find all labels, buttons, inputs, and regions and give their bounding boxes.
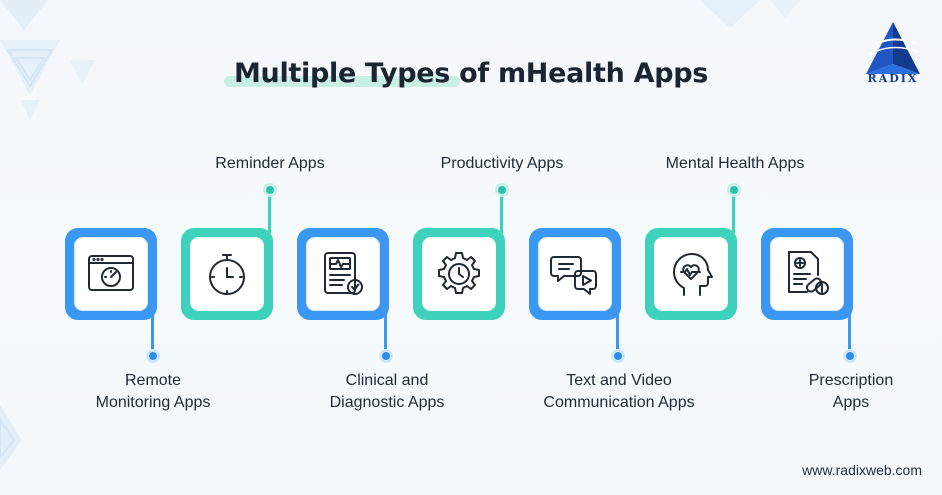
stopwatch-icon bbox=[209, 254, 245, 295]
label-reminder: Reminder Apps bbox=[215, 155, 325, 172]
connector-dot bbox=[263, 183, 277, 197]
prescription-pill-icon bbox=[788, 251, 829, 295]
connector-dot bbox=[495, 183, 509, 197]
page-title: Multiple Types of mHealth Apps bbox=[233, 58, 709, 89]
connector-productivity bbox=[500, 193, 503, 233]
connector-dot bbox=[843, 349, 857, 363]
card-prescription bbox=[761, 228, 853, 320]
label-productivity: Productivity Apps bbox=[440, 155, 564, 172]
label-mental-health: Mental Health Apps bbox=[665, 155, 805, 172]
connector-mental-health bbox=[732, 193, 735, 233]
chat-video-icon bbox=[550, 256, 597, 295]
card-text-video bbox=[529, 228, 621, 320]
connector-dot bbox=[611, 349, 625, 363]
card-remote-monitoring bbox=[65, 228, 157, 320]
medical-report-icon bbox=[324, 252, 363, 295]
card-productivity bbox=[413, 228, 505, 320]
connector-dot bbox=[727, 183, 741, 197]
website-url[interactable]: www.radixweb.com bbox=[802, 462, 922, 478]
card-clinical-diagnostic bbox=[297, 228, 389, 320]
connector-dot bbox=[146, 349, 160, 363]
logo-text: RADIX bbox=[867, 72, 919, 85]
card-mental-health bbox=[645, 228, 737, 320]
connector-dot bbox=[379, 349, 393, 363]
head-heart-icon bbox=[673, 253, 713, 296]
connector-prescription bbox=[848, 314, 851, 354]
connector-remote-monitoring bbox=[151, 314, 154, 354]
title-highlight bbox=[224, 76, 460, 87]
card-reminder bbox=[181, 228, 273, 320]
connector-text-video bbox=[616, 314, 619, 354]
pyramid-logo-icon bbox=[866, 22, 920, 74]
gear-clock-icon bbox=[438, 252, 480, 294]
speedometer-dashboard-icon bbox=[88, 255, 134, 291]
connector-reminder bbox=[268, 193, 271, 233]
connector-clinical-diagnostic bbox=[384, 314, 387, 354]
